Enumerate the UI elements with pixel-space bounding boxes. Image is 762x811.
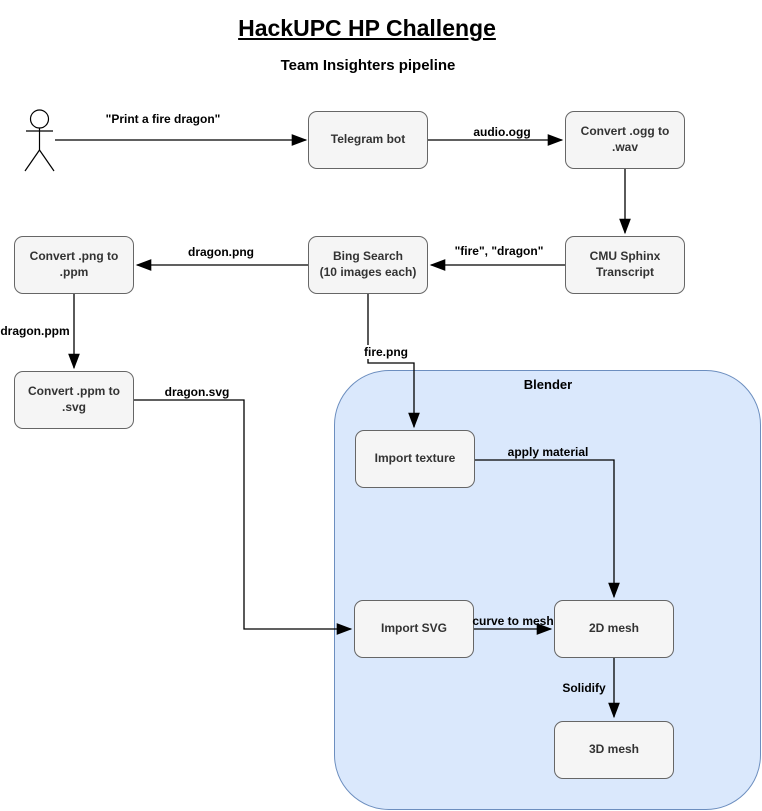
edge-label-solidify: Solidify [562,681,606,695]
page-subtitle: Team Insighters pipeline [280,57,456,74]
edge-texture-to-2dmesh [475,459,620,599]
edge-label-dragon-png: dragon.png [188,245,254,259]
node-import-texture: Import texture [355,430,475,488]
node-cmu-sphinx: CMU Sphinx Transcript [565,236,685,294]
edge-label-fire-dragon: "fire", "dragon" [454,244,544,258]
node-convert-png-ppm: Convert .png to .ppm [14,236,134,294]
edge-bing-to-texture [367,294,420,429]
edge-label-fire-png: fire.png [362,345,410,359]
edge-label-dragon-svg: dragon.svg [164,385,230,399]
node-3d-mesh: 3D mesh [554,721,674,779]
node-convert-ppm-svg: Convert .ppm to .svg [14,371,134,429]
node-telegram-bot: Telegram bot [308,111,428,169]
node-convert-ogg-wav: Convert .ogg to .wav [565,111,685,169]
edge-ppmsvg-to-importsvg [134,399,353,635]
node-2d-mesh: 2D mesh [554,600,674,658]
node-import-svg: Import SVG [354,600,474,658]
node-bing-search: Bing Search (10 images each) [308,236,428,294]
blender-container-label: Blender [523,377,573,392]
edge-label-curve-to-mesh: curve to mesh [472,614,554,628]
edge-label-dragon-ppm: dragon.ppm [0,324,70,338]
edge-label-print-a-fire-dragon: "Print a fire dragon" [105,112,221,126]
edge-label-audio-ogg: audio.ogg [473,125,531,139]
edge-label-apply-material: apply material [507,445,589,459]
page-title: HackUPC HP Challenge [238,15,496,41]
actor-icon [24,109,55,172]
